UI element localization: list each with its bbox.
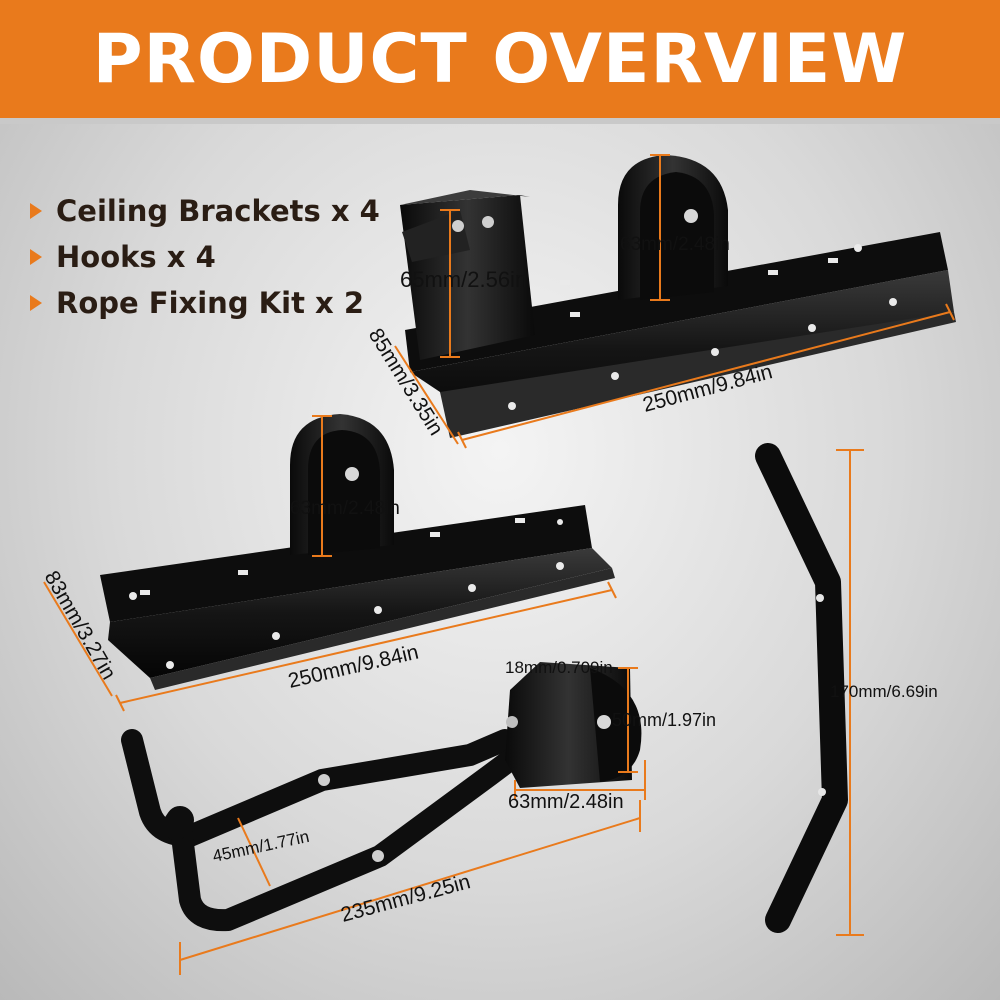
dim-bracket1-pulley-height: 63mm/2.48in <box>620 234 730 255</box>
content-label: Ceiling Brackets x 4 <box>56 194 380 228</box>
package-contents-list: Ceiling Brackets x 4 Hooks x 4 Rope Fixi… <box>30 188 400 326</box>
header-banner: PRODUCT OVERVIEW <box>0 0 1000 124</box>
dim-hook-block-depth: 63mm/2.48in <box>508 791 624 813</box>
dim-hook-arm-gap: 45mm/1.77in <box>211 827 311 866</box>
bracket-holes <box>129 518 564 669</box>
content-label: Rope Fixing Kit x 2 <box>56 286 365 320</box>
rope-fixing-bar <box>755 443 848 933</box>
dim-bracket-clip-height: 65mm/2.56in <box>400 267 527 292</box>
pulley-wheel <box>618 155 728 300</box>
dim-hook-block-height: 50mm/1.97in <box>612 710 716 730</box>
dim-hook-block-width: 18mm/0.709in <box>505 658 613 677</box>
dim-rope-bar-length: 170mm/6.69in <box>830 682 938 701</box>
banner-title: PRODUCT OVERVIEW <box>92 19 908 99</box>
bullet-arrow-icon <box>30 295 42 311</box>
content-label: Hooks x 4 <box>56 240 216 274</box>
content-item-ceiling-brackets: Ceiling Brackets x 4 <box>30 188 400 234</box>
dim-hook-length: 235mm/9.25in <box>338 870 472 927</box>
dim-bracket2-pulley-height: 63mm/2.48in <box>290 498 400 519</box>
content-item-rope-fixing-kit: Rope Fixing Kit x 2 <box>30 280 400 326</box>
bullet-arrow-icon <box>30 203 42 219</box>
dimension-lines <box>43 154 955 975</box>
clip-block <box>400 190 535 360</box>
pulley-wheel <box>290 414 394 555</box>
bracket-holes <box>508 244 897 410</box>
ceiling-bracket <box>100 414 615 690</box>
bullet-arrow-icon <box>30 249 42 265</box>
content-item-hooks: Hooks x 4 <box>30 234 400 280</box>
